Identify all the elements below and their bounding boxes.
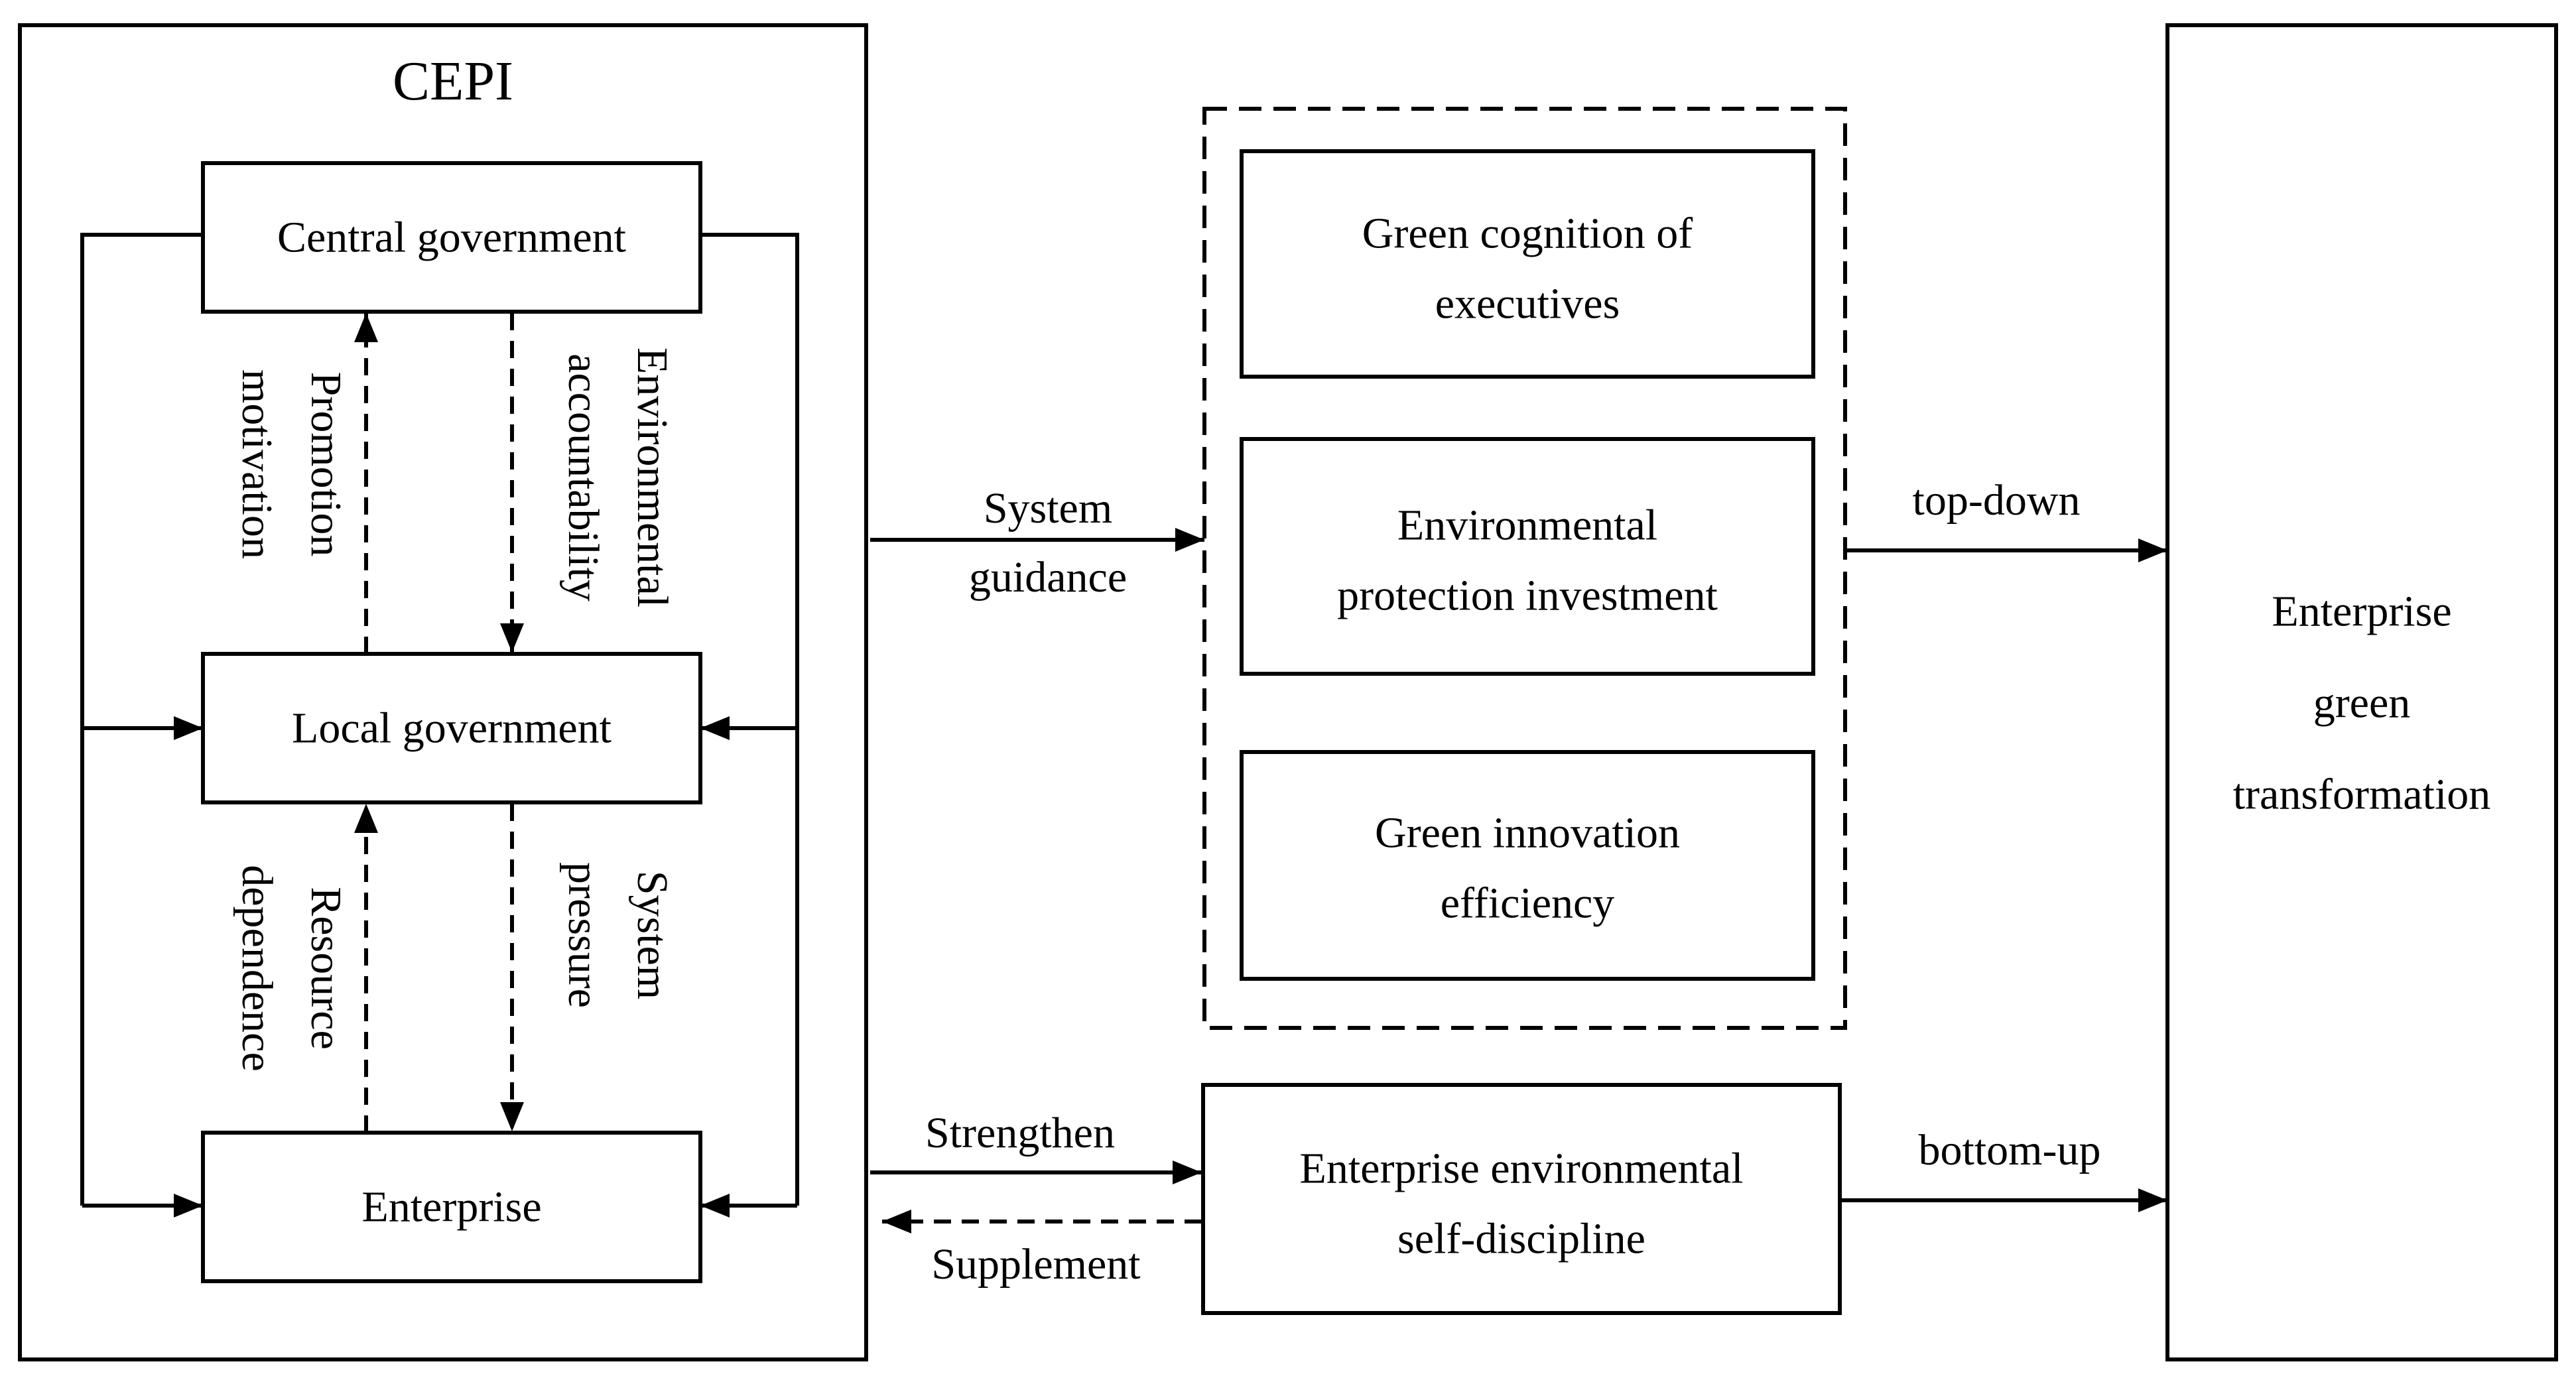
svg-text:dependence: dependence [233,865,281,1071]
enterprise-label: Enterprise [361,1183,541,1231]
svg-text:Environmental: Environmental [628,347,676,607]
cepi-title: CEPI [393,50,513,112]
enterprise-green-transformation-box [2165,23,2558,1361]
system-pressure-label: System pressure [559,862,676,1008]
right-bracket-connector [700,233,799,1206]
outcome-label-line1: Enterprise [2272,588,2451,636]
self-discipline-box [1201,1083,1842,1315]
svg-text:Promotion: Promotion [302,372,350,557]
green-cognition-label-line2: executives [1435,280,1620,328]
svg-text:accountability: accountability [559,353,608,601]
self-discipline-label-line1: Enterprise environmental [1300,1145,1744,1193]
promotion-motivation-label: Promotion motivation [233,369,350,559]
svg-text:System: System [628,871,676,999]
strengthen-label: Strengthen [925,1109,1115,1157]
system-guidance-label-line1: System [984,484,1112,533]
local-government-label: Local government [292,704,612,753]
top-down-label: top-down [1913,476,2081,525]
svg-text:pressure: pressure [559,862,608,1008]
supplement-label: Supplement [931,1240,1140,1288]
cepi-panel [18,23,868,1361]
outcome-label-line3: transformation [2233,771,2491,819]
system-guidance-label-line2: guidance [969,553,1127,601]
svg-text:Resource: Resource [302,887,350,1050]
mediators-dashed-group [1202,107,1847,1030]
central-government-label: Central government [277,214,626,262]
green-innovation-label-line2: efficiency [1441,879,1615,928]
resource-dependence-label: Resource dependence [233,865,350,1071]
bottom-up-label: bottom-up [1919,1126,2101,1174]
outcome-label-line2: green [2313,679,2411,727]
green-innovation-label-line1: Green innovation [1375,809,1680,857]
green-cognition-box [1240,149,1815,379]
environmental-investment-label-line2: protection investment [1337,572,1718,620]
environmental-investment-label-line1: Environmental [1397,501,1657,550]
svg-text:motivation: motivation [233,369,281,559]
left-bracket-connector [80,233,203,1206]
environmental-accountability-label: Environmental accountability [559,347,676,607]
green-cognition-label-line1: Green cognition of [1362,210,1693,258]
green-innovation-box [1240,750,1815,981]
self-discipline-label-line2: self-discipline [1397,1215,1645,1263]
central-government-box [201,161,702,314]
environmental-investment-box [1240,437,1815,676]
